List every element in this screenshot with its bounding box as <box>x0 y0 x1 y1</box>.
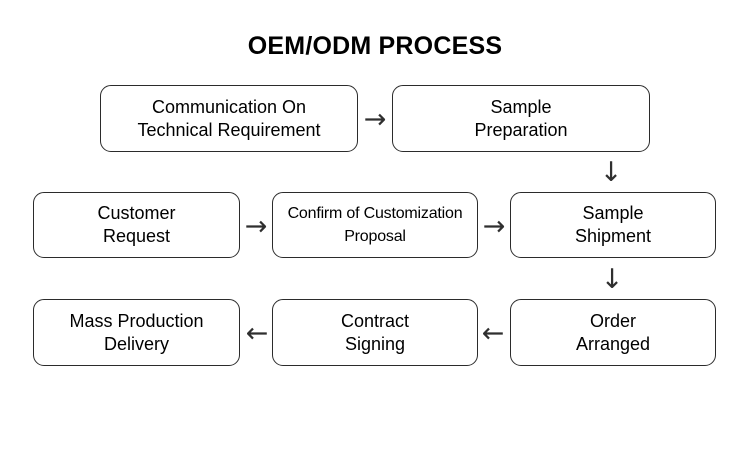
node-sample-preparation: Sample Preparation <box>392 85 650 152</box>
node-label-line1: Mass Production <box>69 310 204 331</box>
arrow-right-communication-to-sample-preparation: → <box>363 103 387 135</box>
node-label-line2: Proposal <box>344 228 406 245</box>
node-label-line2: Delivery <box>103 333 169 354</box>
node-label: Order Arranged <box>576 310 650 356</box>
node-label-line2: Shipment <box>574 226 652 246</box>
arrow-down-sample-preparation-to-sample-shipment: ↓ <box>599 156 623 188</box>
node-label-line1: Order <box>589 310 636 331</box>
node-label: Confirm of Customization Proposal <box>288 202 463 248</box>
node-label-line1: Confirm of Customization <box>287 205 463 222</box>
node-order-arranged: Order Arranged <box>510 299 716 366</box>
node-label-line1: Communication On <box>151 96 307 117</box>
arrow-right-confirm-customization-to-sample-shipment: → <box>482 210 506 242</box>
node-label-line1: Customer <box>97 203 176 223</box>
node-label-line2: Preparation <box>474 119 568 140</box>
node-label-line2: Technical Requirement <box>137 119 321 140</box>
node-confirm-customization-proposal: Confirm of Customization Proposal <box>272 192 478 258</box>
arrow-right-customer-request-to-confirm-customization: → <box>244 210 268 242</box>
node-mass-production-delivery: Mass Production Delivery <box>33 299 240 366</box>
arrow-down-sample-shipment-to-order-arranged: ↓ <box>600 263 624 295</box>
node-label: Customer Request <box>97 202 175 248</box>
node-customer-request: Customer Request <box>33 192 240 258</box>
node-sample-shipment: Sample Shipment <box>510 192 716 258</box>
arrow-left-order-arranged-to-contract-signing: ← <box>481 317 505 349</box>
arrow-left-contract-signing-to-mass-production: ← <box>245 317 269 349</box>
node-contract-signing: Contract Signing <box>272 299 478 366</box>
node-label-line2: Request <box>102 226 171 246</box>
node-label: Sample Shipment <box>575 202 651 248</box>
node-label-line2: Signing <box>344 333 406 354</box>
node-label: Communication On Technical Requirement <box>137 96 320 142</box>
node-label-line1: Sample <box>490 96 552 117</box>
node-label: Sample Preparation <box>474 96 567 142</box>
node-label-line2: Arranged <box>575 333 651 354</box>
node-label: Mass Production Delivery <box>69 310 203 356</box>
node-label-line1: Sample <box>582 203 644 223</box>
node-label: Contract Signing <box>341 310 409 356</box>
node-label-line1: Contract <box>340 310 410 331</box>
node-communication-technical-requirement: Communication On Technical Requirement <box>100 85 358 152</box>
page-title: OEM/ODM PROCESS <box>247 32 503 60</box>
